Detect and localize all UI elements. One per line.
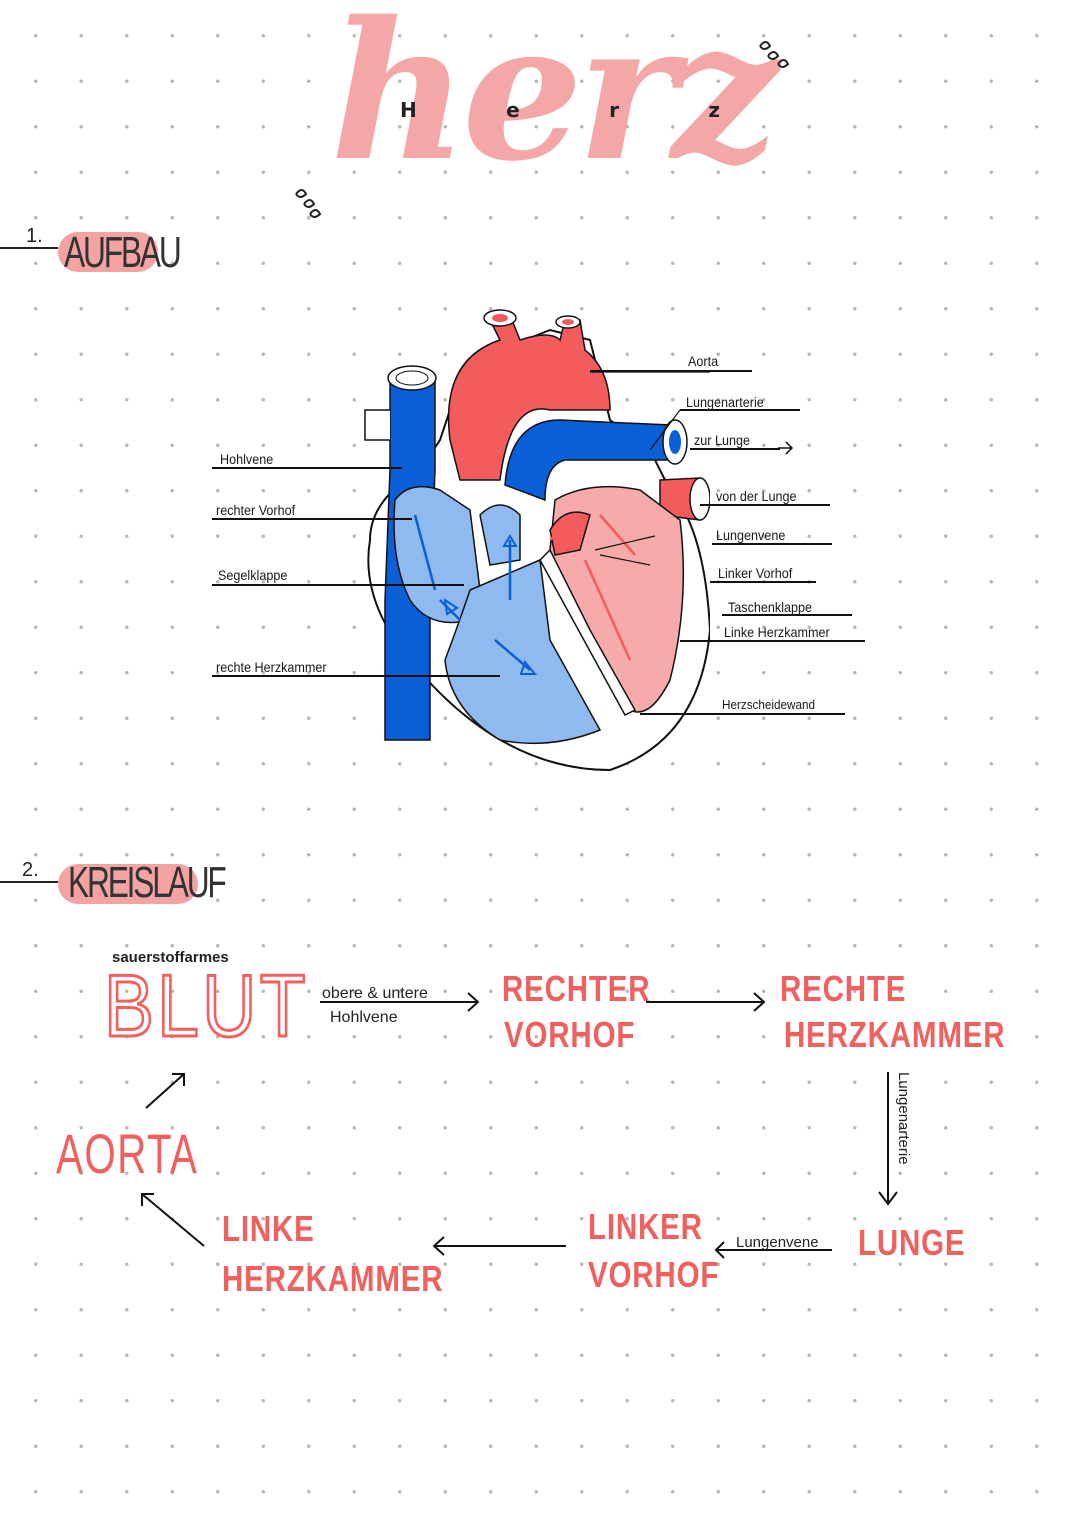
edge-label-hohlvene-1: obere & untere	[322, 985, 428, 1002]
node-rechter-vorhof-1: RECHTER	[502, 968, 651, 1009]
zur-lunge-arrow-icon	[778, 441, 794, 455]
node-linke-herzkammer-2: HERZKAMMER	[222, 1258, 444, 1299]
title-letter-z: z	[708, 98, 720, 122]
node-rechter-vorhof-2: VORHOF	[504, 1014, 636, 1055]
arrow-lunge-to-linker-vorhof-icon	[714, 1241, 832, 1259]
node-rechte-herzkammer-1: RECHTE	[780, 968, 907, 1009]
label-rechte-herzkammer: rechte Herzkammer	[216, 659, 327, 675]
leader-linker-vorhof	[710, 581, 816, 583]
label-linker-vorhof: Linker Vorhof	[718, 565, 793, 581]
node-linke-herzkammer-1: LINKE	[222, 1208, 315, 1249]
leader-lungenarterie	[680, 409, 800, 411]
section-1-rule	[0, 247, 58, 249]
herzscheidewand-shape	[539, 548, 637, 716]
leader-rechte-herzkammer	[212, 675, 500, 677]
leader-rechter-vorhof	[212, 518, 412, 520]
arrow-blut-to-rechter-vorhof-icon	[320, 992, 480, 1012]
section-2-highlight	[58, 864, 198, 904]
leader-von-der-lunge	[700, 504, 830, 506]
label-zur-lunge: zur Lunge	[694, 432, 751, 448]
label-segelklappe: Segelklappe	[218, 567, 288, 583]
section-2-number: 2.	[22, 859, 39, 881]
doodle-icon-left	[295, 189, 322, 218]
label-lungenarterie: Lungenarterie	[686, 394, 764, 410]
linke-herzkammer-shape	[549, 485, 685, 713]
title-letter-e: e	[506, 98, 520, 122]
label-lungenvene: Lungenvene	[716, 527, 786, 543]
node-linker-vorhof-2: VORHOF	[588, 1254, 720, 1295]
leader-linke-herzkammer	[680, 640, 865, 642]
rechte-herzkammer-shape	[444, 558, 602, 745]
leader-herzscheidewand	[640, 713, 845, 715]
heart-diagram	[364, 309, 710, 772]
title-letters: H e r z	[400, 98, 720, 122]
label-von-der-lunge: von der Lunge	[716, 488, 797, 504]
section-2-rule	[0, 881, 58, 883]
node-rechte-herzkammer-2: HERZKAMMER	[784, 1014, 1006, 1055]
node-blut: BLUT	[103, 956, 309, 1055]
leader-segelklappe	[212, 584, 464, 586]
label-aorta: Aorta	[688, 353, 719, 369]
arrow-vorhof-to-kammer-icon	[646, 992, 766, 1012]
leader-hohlvene	[212, 467, 402, 469]
label-linke-herzkammer: Linke Herzkammer	[724, 624, 830, 640]
leader-zur-lunge	[690, 448, 780, 450]
label-taschenklappe: Taschenklappe	[728, 599, 813, 615]
title-letter-h: H	[400, 98, 417, 122]
leader-taschenklappe	[722, 614, 852, 616]
node-linker-vorhof-1: LINKER	[588, 1206, 703, 1247]
edge-label-hohlvene-2: Hohlvene	[330, 1009, 398, 1026]
label-herzscheidewand: Herzscheidewand	[722, 697, 816, 712]
arrow-kammer-to-lunge-icon	[878, 1072, 898, 1206]
edge-label-lungenvene: Lungenvene	[736, 1234, 819, 1251]
node-aorta: AORTA	[56, 1122, 199, 1185]
edge-label-lungenarterie: Lungenarterie	[895, 1072, 912, 1165]
title-letter-r: r	[609, 98, 619, 122]
leader-lungenvene	[712, 543, 832, 545]
section-2-heading: KREISLAUF	[68, 858, 227, 907]
blut-caption: sauerstoffarmes	[112, 949, 229, 966]
label-rechter-vorhof: rechter Vorhof	[216, 502, 296, 518]
doodle-icon-right	[759, 41, 790, 68]
page-title: herz	[330, 0, 779, 203]
section-1-highlight	[58, 232, 158, 272]
section-1-number: 1.	[26, 225, 43, 247]
arrow-aorta-to-blut-icon	[145, 1073, 185, 1109]
lungenarterie-shape	[504, 419, 671, 502]
leader-aorta	[590, 370, 752, 372]
label-hohlvene: Hohlvene	[220, 451, 274, 467]
arrow-vorhof-to-linke-kammer-icon	[432, 1236, 566, 1256]
node-lunge: LUNGE	[858, 1222, 966, 1263]
section-1-heading: AUFBAU	[64, 228, 182, 277]
arrow-kammer-to-aorta-icon	[141, 1193, 205, 1247]
